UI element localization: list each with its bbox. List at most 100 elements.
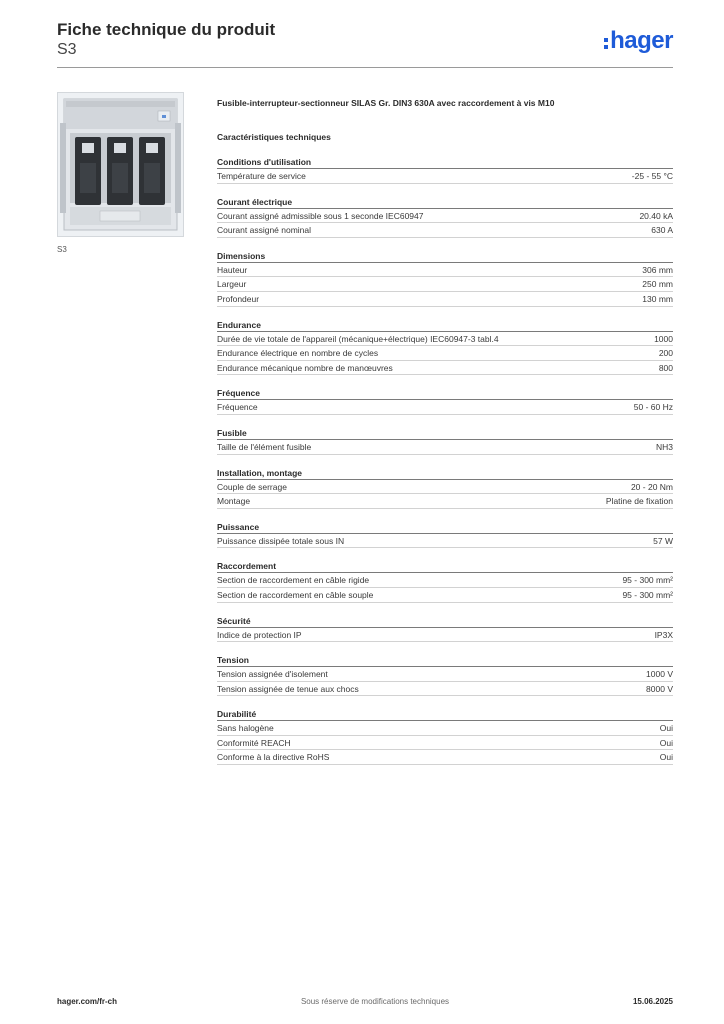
- spec-section-power: Puissance Puissance dissipée totale sous…: [217, 520, 673, 549]
- spec-section-voltage: Tension Tension assignée d'isolement 1000…: [217, 653, 673, 697]
- document-title: Fiche technique du produit: [57, 20, 276, 39]
- product-description: Fusible-interrupteur-sectionneur SILAS G…: [217, 98, 555, 108]
- spec-section-fuse: Fusible Taille de l'élément fusible NH3: [217, 426, 673, 455]
- spec-section-safety: Sécurité Indice de protection IP IP3X: [217, 614, 673, 643]
- spec-value: 1000 V: [646, 669, 673, 680]
- spec-row: Hauteur 306 mm: [217, 263, 673, 278]
- spec-label: Température de service: [217, 171, 306, 181]
- spec-value: 1000: [654, 333, 673, 344]
- section-title: Puissance: [217, 520, 673, 534]
- spec-label: Endurance mécanique nombre de manœuvres: [217, 362, 393, 373]
- spec-label: Section de raccordement en câble rigide: [217, 575, 370, 586]
- spec-label: Largeur: [217, 279, 247, 290]
- spec-section-operating-conditions: Conditions d'utilisation Température de …: [217, 155, 673, 184]
- spec-label: Conforme à la directive RoHS: [217, 752, 330, 763]
- spec-value: Oui: [659, 752, 673, 763]
- section-title: Courant électrique: [217, 195, 673, 209]
- section-title: Fusible: [217, 426, 673, 440]
- spec-value: NH3: [655, 441, 673, 452]
- spec-value: 306 mm: [642, 264, 673, 275]
- spec-value: 95 - 300 mm²: [622, 575, 673, 586]
- spec-section-connection: Raccordement Section de raccordement en …: [217, 559, 673, 603]
- section-title: Durabilité: [217, 707, 673, 722]
- spec-label: Tension assignée d'isolement: [217, 669, 328, 680]
- spec-row: Courant assigné nominal 630 A: [217, 223, 673, 238]
- spec-value: 130 mm: [642, 293, 673, 304]
- section-title: Fréquence: [217, 386, 673, 401]
- spec-row: Conforme à la directive RoHS Oui: [217, 750, 673, 766]
- hager-logo[interactable]: hager: [604, 26, 673, 56]
- technical-characteristics-title: Caractéristiques techniques: [217, 132, 331, 142]
- section-title: Sécurité: [217, 614, 673, 628]
- spec-row: Durée de vie totale de l'appareil (mécan…: [217, 332, 673, 347]
- spec-section-dimensions: Dimensions Hauteur 306 mm Largeur 250 mm P…: [217, 249, 673, 307]
- spec-label: Couple de serrage: [217, 481, 287, 492]
- spec-label: Sans halogène: [217, 723, 274, 734]
- spec-row: Fréquence 50 - 60 Hz: [217, 400, 673, 415]
- spec-value: IP3X: [654, 629, 673, 640]
- photo-caption: S3: [57, 245, 67, 254]
- spec-label: Fréquence: [217, 402, 258, 413]
- logo-colon-icon: [604, 37, 609, 49]
- spec-value: 200: [658, 348, 673, 359]
- spec-label: Section de raccordement en câble souple: [217, 589, 374, 600]
- footer-date: 15.06.2025: [632, 997, 673, 1006]
- spec-row: Sans halogène Oui: [217, 721, 673, 736]
- page-footer: hager.com/fr-ch Sous réserve de modifica…: [57, 997, 673, 1006]
- section-title: Tension: [217, 653, 673, 668]
- spec-value: Platine de fixation: [605, 496, 673, 507]
- section-title: Endurance: [217, 318, 673, 332]
- spec-label: Courant assigné admissible sous 1 second…: [217, 210, 424, 221]
- spec-label: Indice de protection IP: [217, 629, 302, 640]
- document-subtitle: S3: [57, 41, 77, 58]
- spec-value: 250 mm: [642, 279, 673, 290]
- spec-row: Endurance mécanique nombre de manœuvres 8…: [217, 361, 673, 376]
- spec-label: Montage: [217, 496, 251, 507]
- spec-row: Taille de l'élément fusible NH3: [217, 440, 673, 455]
- product-photo: [57, 92, 184, 237]
- spec-value: 57 W: [653, 535, 673, 546]
- spec-row: Endurance électrique en nombre de cycles…: [217, 346, 673, 361]
- spec-value: 800: [658, 362, 673, 373]
- spec-row: Indice de protection IP IP3X: [217, 628, 673, 643]
- section-title: Dimensions: [217, 249, 673, 263]
- spec-label: Durée de vie totale de l'appareil (mécan…: [217, 333, 499, 344]
- logo-text: hager: [610, 27, 673, 54]
- footer-notice: Sous réserve de modifications techniques: [300, 997, 450, 1006]
- spec-row: Montage Platine de fixation: [217, 494, 673, 509]
- footer-website-link[interactable]: hager.com/fr-ch: [57, 997, 118, 1006]
- spec-value: 20 - 20 Nm: [630, 481, 673, 492]
- spec-row: Couple de serrage 20 - 20 Nm: [217, 480, 673, 495]
- spec-value: 630 A: [651, 225, 673, 236]
- spec-value: 8000 V: [646, 683, 673, 694]
- page-header: Fiche technique du produit S3: [57, 20, 673, 70]
- spec-section-electric-current: Courant électrique Courant assigné admis…: [217, 195, 673, 238]
- spec-value: Oui: [659, 737, 673, 748]
- spec-row: Tension assignée d'isolement 1000 V: [217, 667, 673, 682]
- spec-label: Taille de l'élément fusible: [217, 441, 312, 452]
- spec-section-endurance: Endurance Durée de vie totale de l'appar…: [217, 318, 673, 376]
- section-title: Raccordement: [217, 559, 673, 574]
- spec-value: 50 - 60 Hz: [633, 402, 673, 413]
- spec-row: Profondeur 130 mm: [217, 292, 673, 307]
- section-title: Conditions d'utilisation: [217, 155, 673, 169]
- spec-value: Oui: [659, 723, 673, 734]
- spec-label: Tension assignée de tenue aux chocs: [217, 683, 359, 694]
- spec-row: Largeur 250 mm: [217, 277, 673, 292]
- fuse-switch-image: [60, 98, 181, 231]
- spec-label: Hauteur: [217, 264, 248, 275]
- spec-row: Section de raccordement en câble rigide 9…: [217, 573, 673, 588]
- spec-value: 20.40 kA: [639, 210, 673, 221]
- spec-row: Tension assignée de tenue aux chocs 8000 …: [217, 682, 673, 697]
- spec-label: Profondeur: [217, 293, 260, 304]
- spec-row: Courant assigné admissible sous 1 second…: [217, 209, 673, 224]
- spec-value: -25 - 55 °C: [631, 171, 673, 181]
- header-divider: [57, 67, 673, 68]
- spec-label: Courant assigné nominal: [217, 225, 312, 236]
